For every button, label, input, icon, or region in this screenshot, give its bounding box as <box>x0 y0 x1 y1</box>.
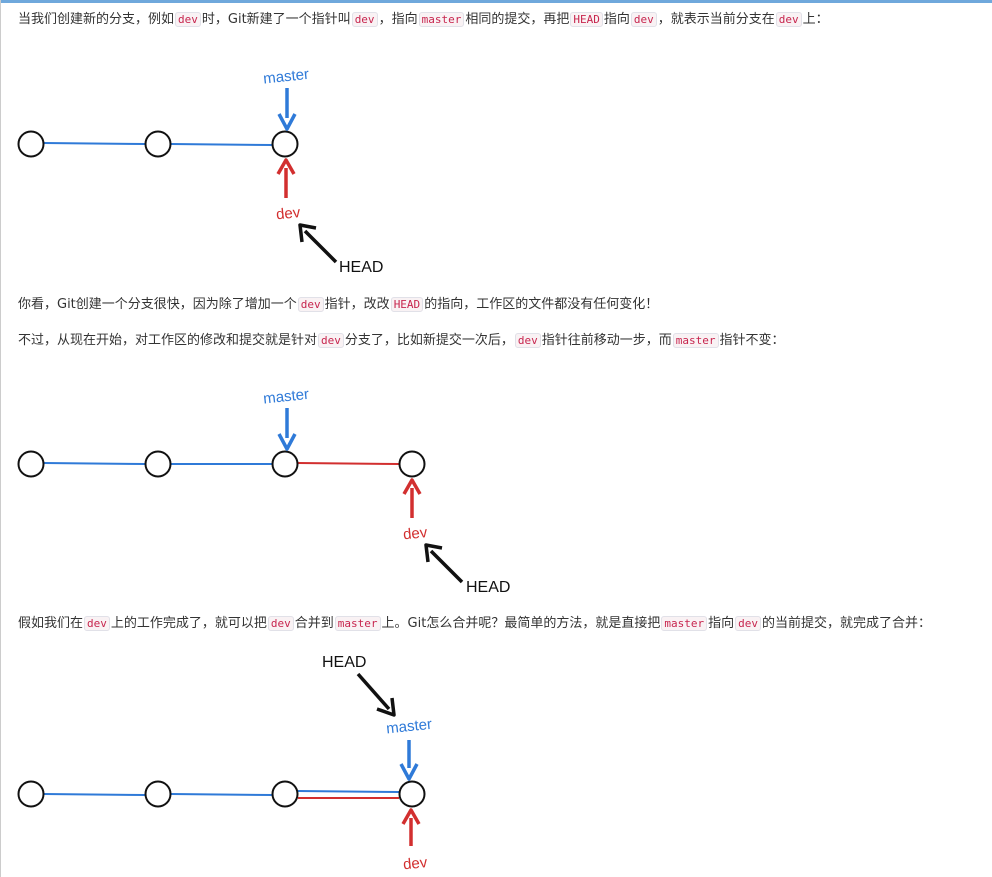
edge-1-2 <box>43 462 146 465</box>
master-label: master <box>262 386 309 408</box>
head-label: HEAD <box>339 259 383 276</box>
inline-code: dev <box>775 12 802 27</box>
commit-node <box>398 450 426 478</box>
top-border <box>0 0 992 3</box>
text-run: 你看，Git创建一个分支很快，因为除了增加一个 <box>18 297 297 312</box>
edge-2-3 <box>170 793 273 796</box>
edge-3-4 <box>297 462 400 465</box>
head-arrow <box>356 672 396 717</box>
edge-3-4-master <box>297 790 400 793</box>
text-run: 的指向，工作区的文件都没有任何变化！ <box>424 297 659 312</box>
text-run: 指针，改改 <box>324 297 390 312</box>
text-run: 不过，从现在开始，对工作区的修改和提交就是针对 <box>18 333 318 348</box>
left-border <box>0 0 1 877</box>
commit-node <box>144 780 172 808</box>
dev-label: dev <box>402 854 428 873</box>
inline-code: master <box>661 616 708 631</box>
master-arrow <box>277 88 297 131</box>
head-label: HEAD <box>466 579 510 596</box>
dev-arrow <box>276 158 296 198</box>
inline-code: master <box>418 12 465 27</box>
inline-code: master <box>334 616 381 631</box>
commit-node <box>398 780 426 808</box>
inline-code: dev <box>297 297 324 312</box>
text-run: ，就表示当前分支在 <box>657 12 775 27</box>
dev-arrow <box>402 478 422 518</box>
text-run: 当我们创建新的分支，例如 <box>18 12 175 27</box>
text-run: 指针不变： <box>719 333 785 348</box>
inline-code: dev <box>514 333 541 348</box>
inline-code: dev <box>735 616 761 631</box>
master-arrow <box>399 740 419 781</box>
text-run: 假如我们在 <box>18 616 84 631</box>
commit-node <box>271 780 299 808</box>
head-label: HEAD <box>322 654 366 671</box>
text-run: 指向 <box>603 12 630 27</box>
commit-node <box>271 130 299 158</box>
edge-1-2 <box>43 142 146 145</box>
commit-node <box>271 450 299 478</box>
head-arrow <box>298 223 338 264</box>
text-run: 指向 <box>708 616 735 631</box>
dev-arrow <box>401 808 421 846</box>
text-run: 相同的提交，再把 <box>465 12 570 27</box>
inline-code: HEAD <box>570 12 603 27</box>
master-label: master <box>262 66 309 88</box>
dev-label: dev <box>275 204 301 223</box>
commit-node <box>144 450 172 478</box>
text-run: 合并到 <box>294 616 334 631</box>
edge-2-3 <box>170 143 273 146</box>
inline-code: HEAD <box>390 297 424 312</box>
commit-node <box>17 130 45 158</box>
text-run: 指针往前移动一步，而 <box>541 333 672 348</box>
text-run: ，指向 <box>378 12 418 27</box>
inline-code: dev <box>351 12 378 27</box>
inline-code: dev <box>318 333 344 348</box>
text-run: 的当前提交，就完成了合并： <box>761 616 931 631</box>
inline-code: dev <box>175 12 201 27</box>
master-label: master <box>385 716 432 738</box>
inline-code: master <box>672 333 719 348</box>
inline-code: dev <box>267 616 294 631</box>
head-arrow <box>424 543 464 584</box>
inline-code: dev <box>630 12 657 27</box>
master-arrow <box>277 408 297 451</box>
inline-code: dev <box>84 616 110 631</box>
edge-1-2 <box>43 793 146 796</box>
text-run: 时，Git新建了一个指针叫 <box>201 12 351 27</box>
commit-node <box>17 780 45 808</box>
text-run: 分支了，比如新提交一次后， <box>344 333 514 348</box>
text-run: 上的工作完成了，就可以把 <box>110 616 267 631</box>
commit-node <box>17 450 45 478</box>
text-run: 上： <box>802 12 829 27</box>
diagram-fast-forward-merge: HEAD master dev <box>0 648 520 877</box>
text-run: 上。Git怎么合并呢？最简单的方法，就是直接把 <box>381 616 661 631</box>
dev-label: dev <box>402 524 428 543</box>
diagram-dev-advanced: master dev HEAD <box>0 370 540 600</box>
diagram-branch-created: master dev HEAD <box>0 50 420 280</box>
commit-node <box>144 130 172 158</box>
